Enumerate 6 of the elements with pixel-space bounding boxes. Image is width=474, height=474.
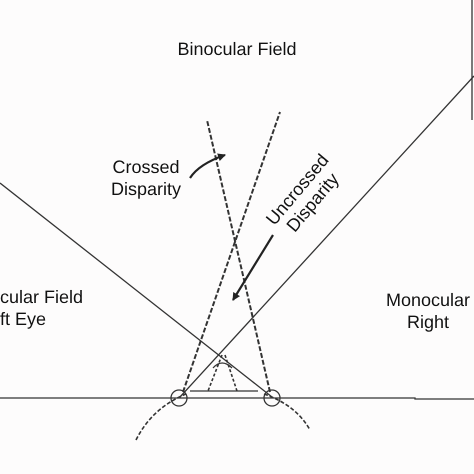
leader-arrow — [232, 234, 274, 301]
region-label: cular Field ft Eye — [0, 286, 84, 330]
region-label: Binocular Field — [176, 38, 298, 60]
leader-arrow — [189, 154, 226, 179]
annotation-label: Crossed Disparity — [98, 156, 194, 200]
region-label: Monocular Right — [384, 289, 472, 333]
